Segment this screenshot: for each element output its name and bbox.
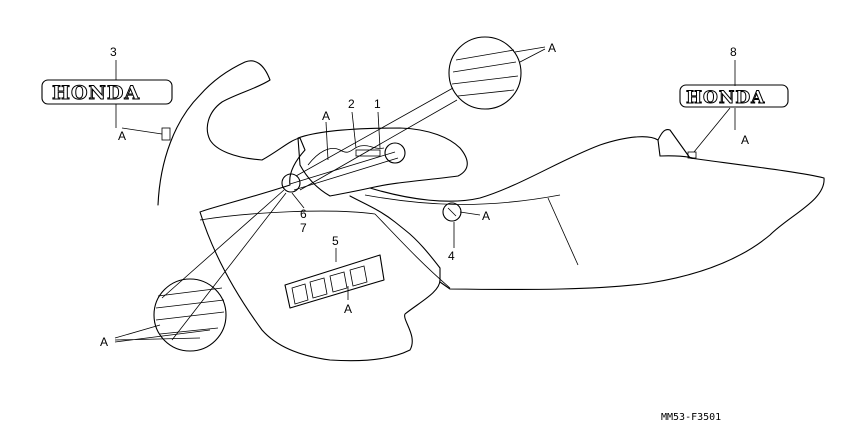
honda-logo-3: HONDA [41,79,173,105]
svg-text:HONDA: HONDA [52,82,140,104]
side-body-outline [369,128,825,291]
ref-circle-1 [384,142,406,164]
leader-top [295,87,458,191]
leader-4 [453,211,481,248]
detail-circle-top [448,36,522,110]
callout-3: 3 [110,45,117,59]
callout-7: 7 [300,221,307,235]
svg-text:HONDA: HONDA [686,88,765,108]
detail-stripes-bottom [155,287,225,335]
detail-circle-bottom [153,278,227,352]
leader-5 [335,248,349,300]
a-label-8: A [741,133,749,147]
callout-2: 2 [348,97,355,111]
callout-1: 1 [374,97,381,111]
panel-line-1 [199,210,376,221]
leader-bottom [161,189,287,341]
panel-line-2 [374,213,451,289]
honda-logo-8: HONDA [679,84,789,109]
callout-5: 5 [332,234,339,248]
leader-a-bottom [114,324,211,343]
left-fairing-outline [157,60,441,362]
a-label-5: A [344,302,352,316]
leader-2 [351,111,357,149]
tank-stripe [289,151,396,185]
ref-circle-6-7 [281,173,301,193]
a-label-3: A [118,129,126,143]
callout-8: 8 [730,45,737,59]
a-label-4: A [482,209,490,223]
leader-3 [115,60,163,135]
panel-line-4 [364,194,561,205]
leader-6 [291,192,305,209]
leader-1 [377,111,381,149]
reference-code: MM53-F3501 [661,412,721,423]
tank-script-logo [307,145,385,166]
a-label-bottom: A [100,335,108,349]
detail-stripes-top [451,49,519,97]
leader-a-top [514,46,546,63]
callout-6: 6 [300,207,307,221]
leader-a-tank [325,121,329,161]
tank-panel-outline [297,127,468,197]
decal-5 [284,254,385,309]
a-label-top: A [548,41,556,55]
emblem-4-mark [447,207,457,217]
tank-small-emblem [355,149,381,157]
marker-8 [687,151,697,159]
marker-3 [161,127,171,141]
tank-stripe-2 [293,157,399,191]
leader-8 [693,60,736,153]
panel-line-3 [547,197,579,266]
callout-4: 4 [448,249,455,263]
a-label-tank: A [322,109,330,123]
